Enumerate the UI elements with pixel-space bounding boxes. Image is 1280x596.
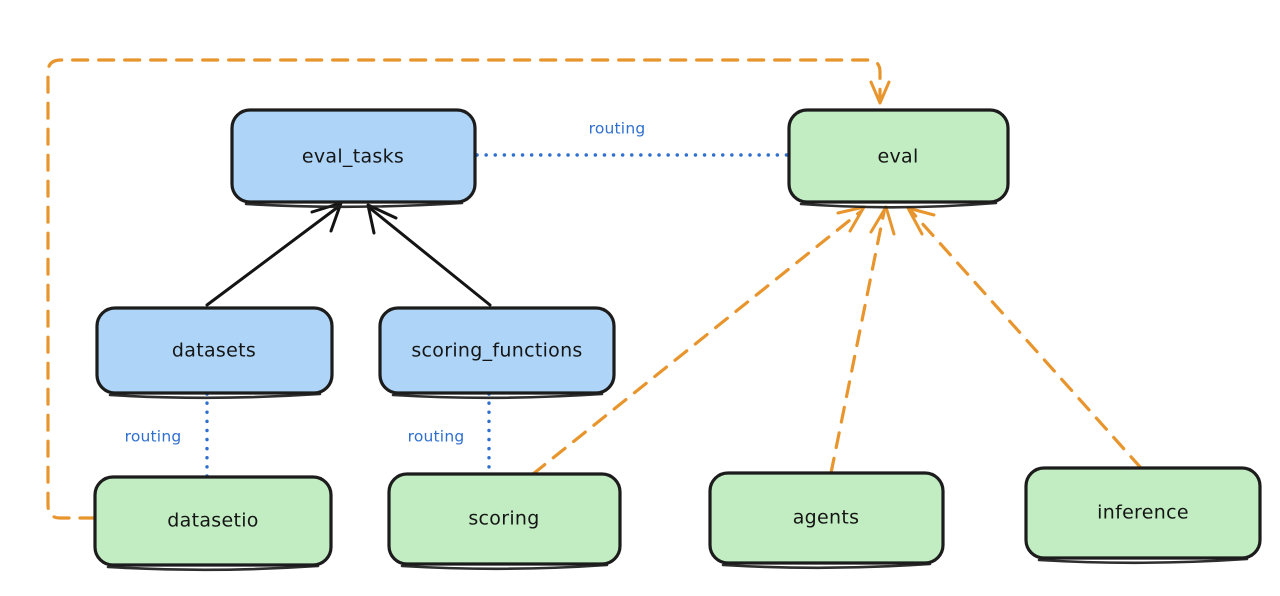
edge-datasets-to-datasetio: routing: [125, 392, 209, 478]
edge-agents-to-eval-arrowhead: [869, 205, 896, 236]
edge-inference-to-eval: [906, 206, 1143, 470]
node-scoring-label: scoring: [468, 508, 539, 530]
node-eval[interactable]: eval: [787, 108, 1010, 209]
node-scoring-functions-shadow: [391, 392, 604, 400]
edge-datasetio-to-eval-line: [46, 58, 882, 520]
edge-agents-to-eval-line: [829, 210, 886, 475]
node-agents[interactable]: agents: [708, 471, 945, 570]
node-inference-shadow: [1037, 557, 1249, 565]
node-datasetio[interactable]: datasetio: [93, 475, 333, 572]
edge-scoring-functions-to-eval-tasks: [366, 203, 492, 307]
node-agents-box: [708, 471, 945, 565]
node-inference-label: inference: [1097, 502, 1189, 524]
node-eval-shadow: [799, 201, 998, 209]
node-scoring-shadow: [400, 563, 609, 571]
node-datasets-shadow: [108, 392, 322, 400]
edge-scoring-functions-to-eval-tasks-line: [369, 207, 492, 307]
node-scoring-functions-box: [378, 306, 616, 395]
node-datasetio-label: datasetio: [167, 510, 258, 532]
edge-scoring-functions-to-scoring: routing: [408, 392, 491, 475]
node-eval-label: eval: [877, 146, 918, 168]
node-eval-box: [787, 108, 1010, 204]
node-eval-tasks-label: eval_tasks: [302, 146, 404, 168]
node-scoring[interactable]: scoring: [387, 472, 622, 571]
edge-datasets-to-eval-tasks: [205, 201, 343, 307]
node-agents-label: agents: [793, 507, 860, 529]
node-datasetio-shadow: [106, 564, 320, 572]
edge-datasetio-to-eval-arrowhead: [869, 80, 891, 105]
node-datasets-box: [95, 306, 334, 395]
edge-scoring-functions-to-eval-tasks-arrowhead: [366, 203, 398, 235]
edge-label-routing-scoring: routing: [408, 428, 465, 446]
edge-datasetio-to-eval: [46, 58, 891, 520]
node-inference-box: [1024, 466, 1262, 560]
edge-label-routing-eval: routing: [589, 120, 646, 138]
edge-inference-to-eval-line: [910, 210, 1143, 470]
node-datasetio-box: [93, 475, 333, 567]
node-scoring-functions[interactable]: scoring_functions: [378, 306, 616, 400]
edge-datasets-to-eval-tasks-line: [205, 205, 340, 307]
node-scoring-box: [387, 472, 622, 566]
node-datasets-label: datasets: [172, 340, 256, 362]
node-inference[interactable]: inference: [1024, 466, 1262, 565]
node-agents-shadow: [721, 562, 932, 570]
node-datasets[interactable]: datasets: [95, 306, 334, 400]
edge-scoring-to-eval-line: [531, 210, 862, 476]
edge-label-routing-datasetio: routing: [125, 428, 182, 446]
node-eval-tasks[interactable]: eval_tasks: [230, 108, 477, 209]
node-scoring-functions-label: scoring_functions: [411, 340, 582, 362]
node-eval-tasks-shadow: [244, 201, 464, 209]
node-eval-tasks-box: [230, 108, 477, 204]
edge-agents-to-eval: [829, 205, 896, 475]
edge-eval-tasks-to-eval: routing: [475, 120, 789, 157]
